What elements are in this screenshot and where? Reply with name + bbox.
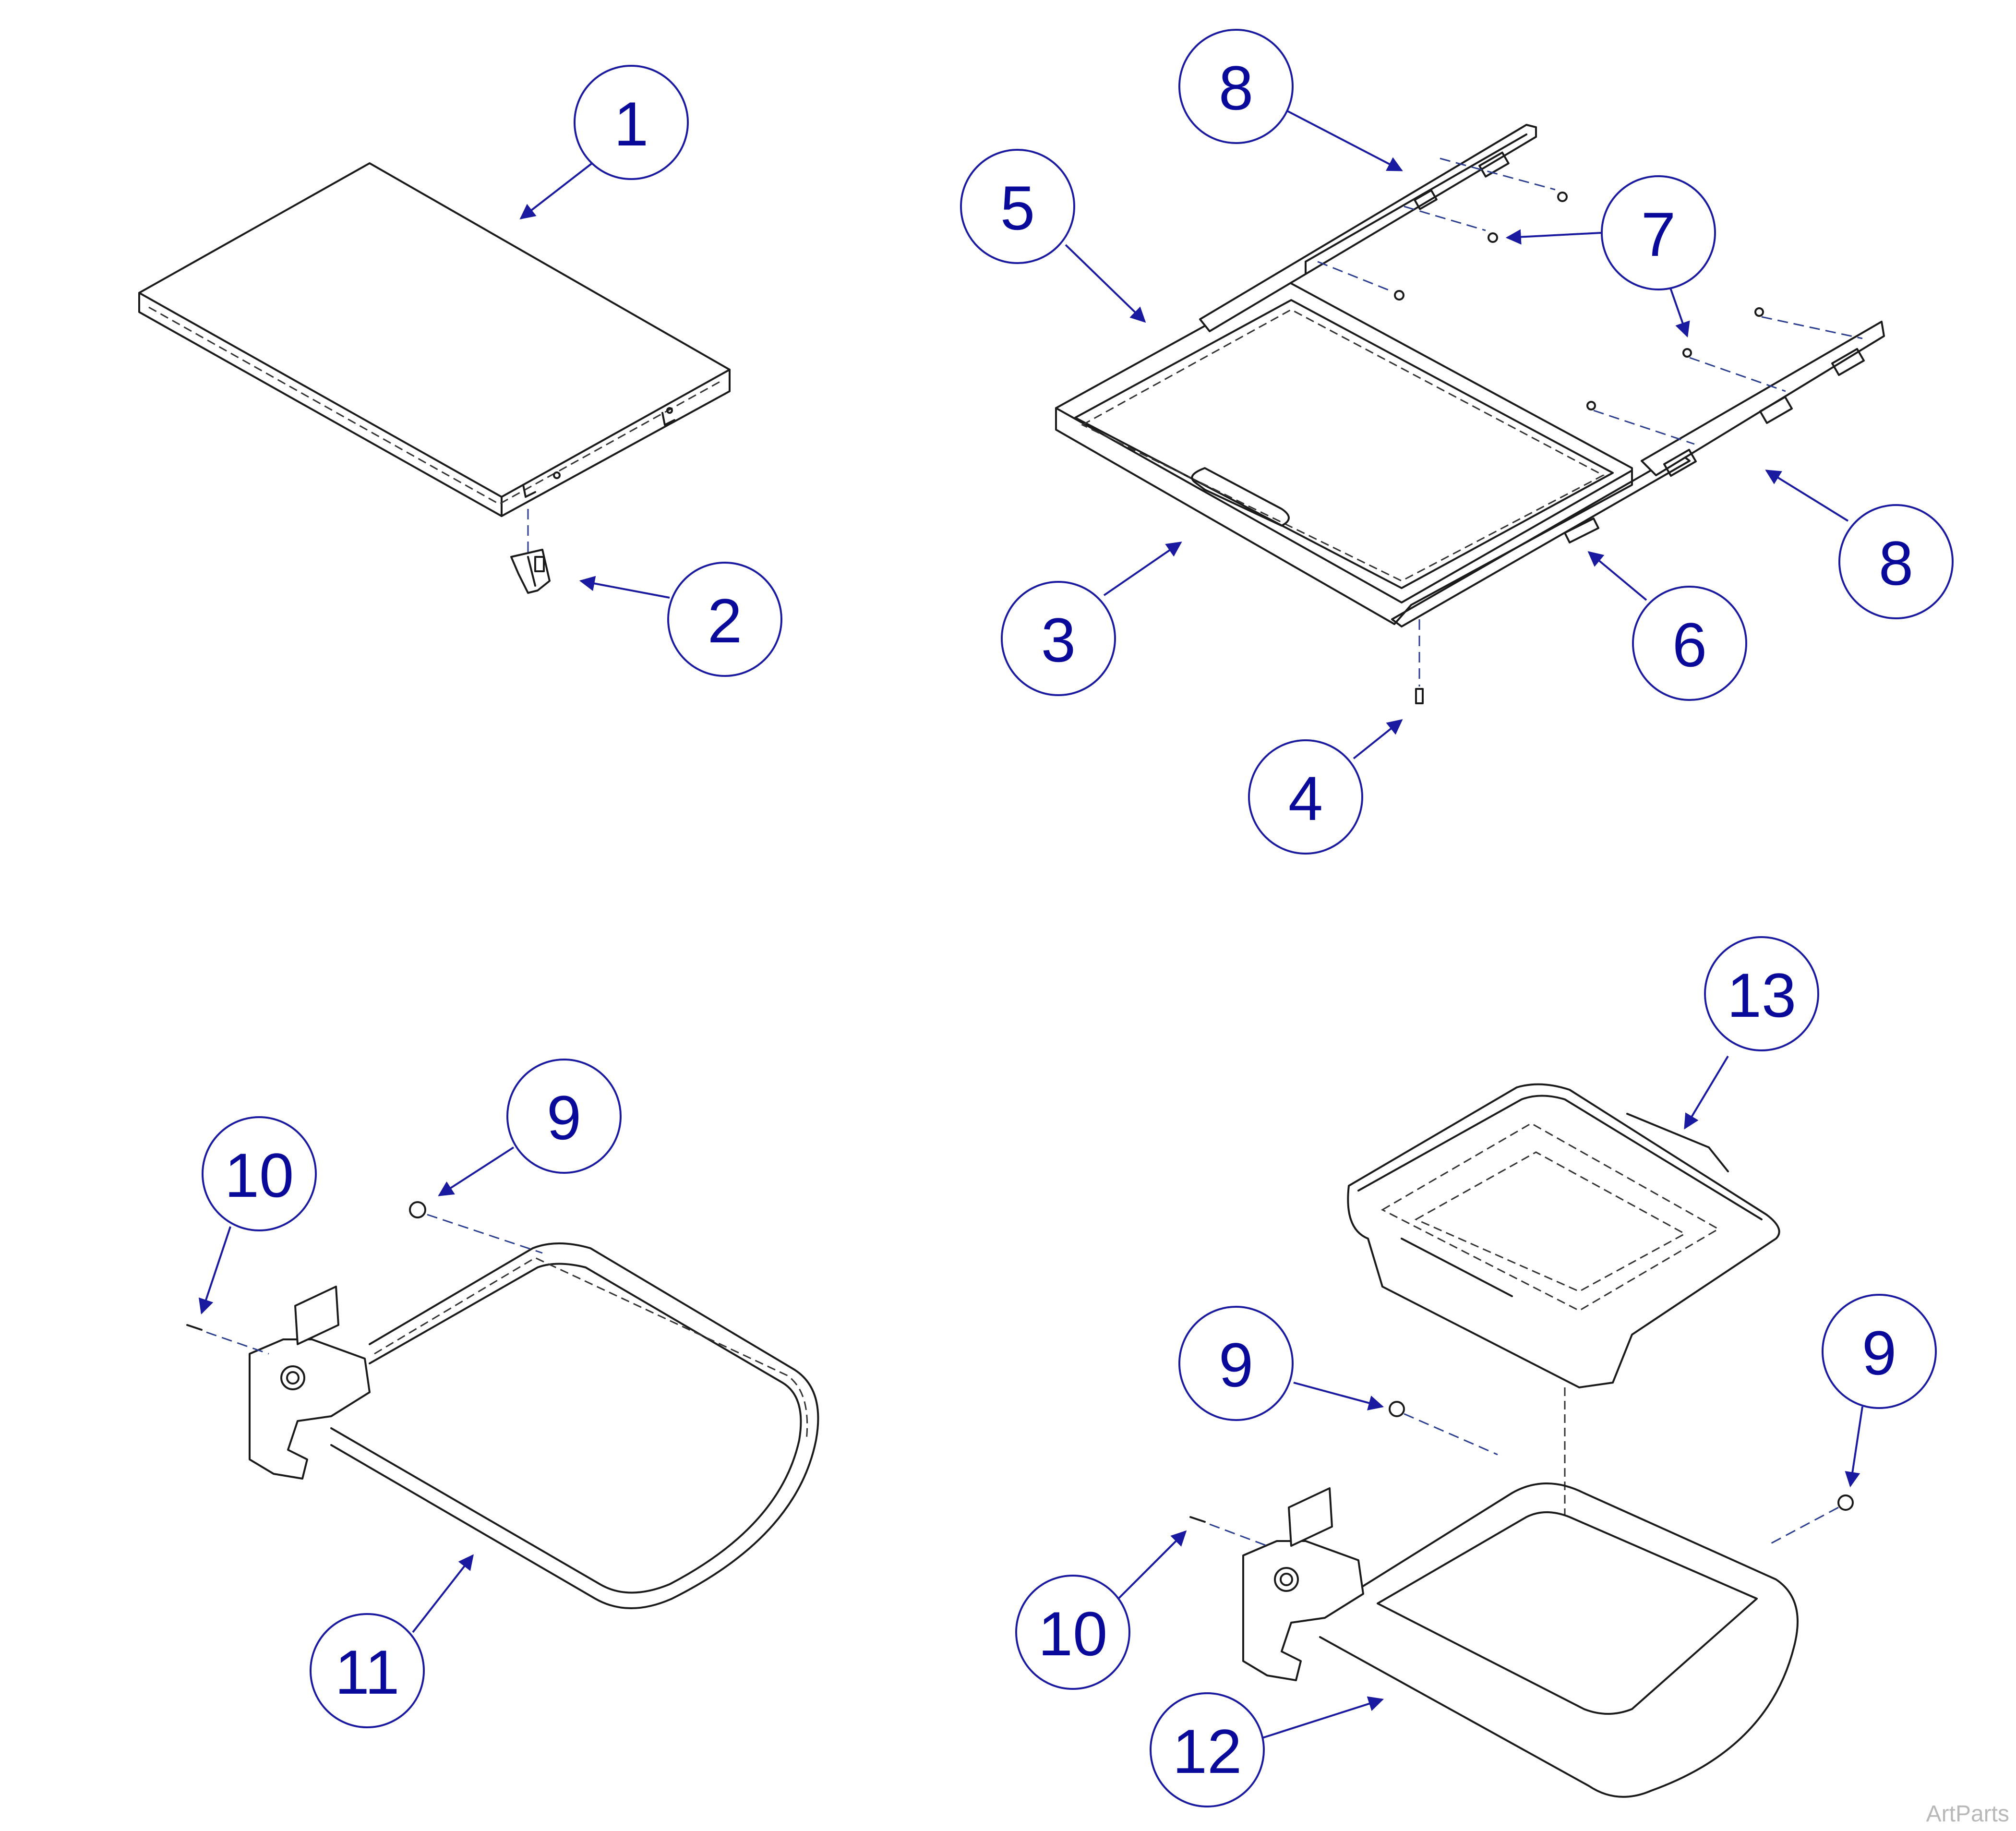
svg-text:8: 8 [1879, 528, 1913, 598]
drawer-assembly [1055, 124, 1885, 704]
balloon-8-right: 8 [1838, 504, 1954, 619]
balloon-11: 11 [310, 1613, 425, 1728]
svg-text:3: 3 [1041, 605, 1076, 675]
balloon-12: 12 [1150, 1692, 1265, 1807]
svg-text:12: 12 [1173, 1716, 1242, 1786]
balloon-6: 6 [1632, 586, 1747, 701]
svg-text:10: 10 [1038, 1599, 1108, 1669]
svg-text:11: 11 [335, 1637, 400, 1707]
svg-text:9: 9 [1219, 1330, 1253, 1400]
balloon-13: 13 [1704, 936, 1819, 1051]
svg-text:8: 8 [1219, 53, 1253, 123]
svg-text:1: 1 [614, 89, 648, 159]
shelf-board [138, 162, 731, 517]
balloon-10-right: 10 [1015, 1575, 1130, 1690]
balloon-9-middle: 9 [1178, 1306, 1294, 1421]
balloon-5: 5 [960, 149, 1075, 264]
bracket-clip [510, 549, 551, 594]
balloon-7: 7 [1601, 175, 1716, 290]
svg-text:4: 4 [1288, 763, 1323, 833]
svg-text:9: 9 [547, 1083, 581, 1153]
svg-text:5: 5 [1000, 173, 1035, 243]
svg-text:13: 13 [1727, 960, 1797, 1030]
leader-lines [198, 107, 1863, 1739]
svg-text:9: 9 [1862, 1318, 1896, 1388]
balloon-10-left: 10 [202, 1116, 317, 1231]
balloon-9-left: 9 [506, 1059, 622, 1174]
svg-text:10: 10 [225, 1140, 294, 1210]
basin-holder-frame [1242, 1482, 1799, 1798]
balloon-8-top: 8 [1178, 29, 1294, 144]
svg-text:7: 7 [1641, 199, 1676, 269]
tray-frame-open [249, 1242, 819, 1609]
balloon-4: 4 [1248, 739, 1363, 855]
basin [1347, 1083, 1780, 1388]
svg-text:2: 2 [708, 586, 742, 656]
watermark: ArtParts [1926, 1801, 2009, 1827]
balloon-1: 1 [574, 65, 689, 180]
balloon-3: 3 [1001, 581, 1116, 696]
svg-text:6: 6 [1672, 610, 1707, 680]
balloon-2: 2 [667, 562, 782, 677]
balloon-9-right: 9 [1822, 1294, 1937, 1409]
